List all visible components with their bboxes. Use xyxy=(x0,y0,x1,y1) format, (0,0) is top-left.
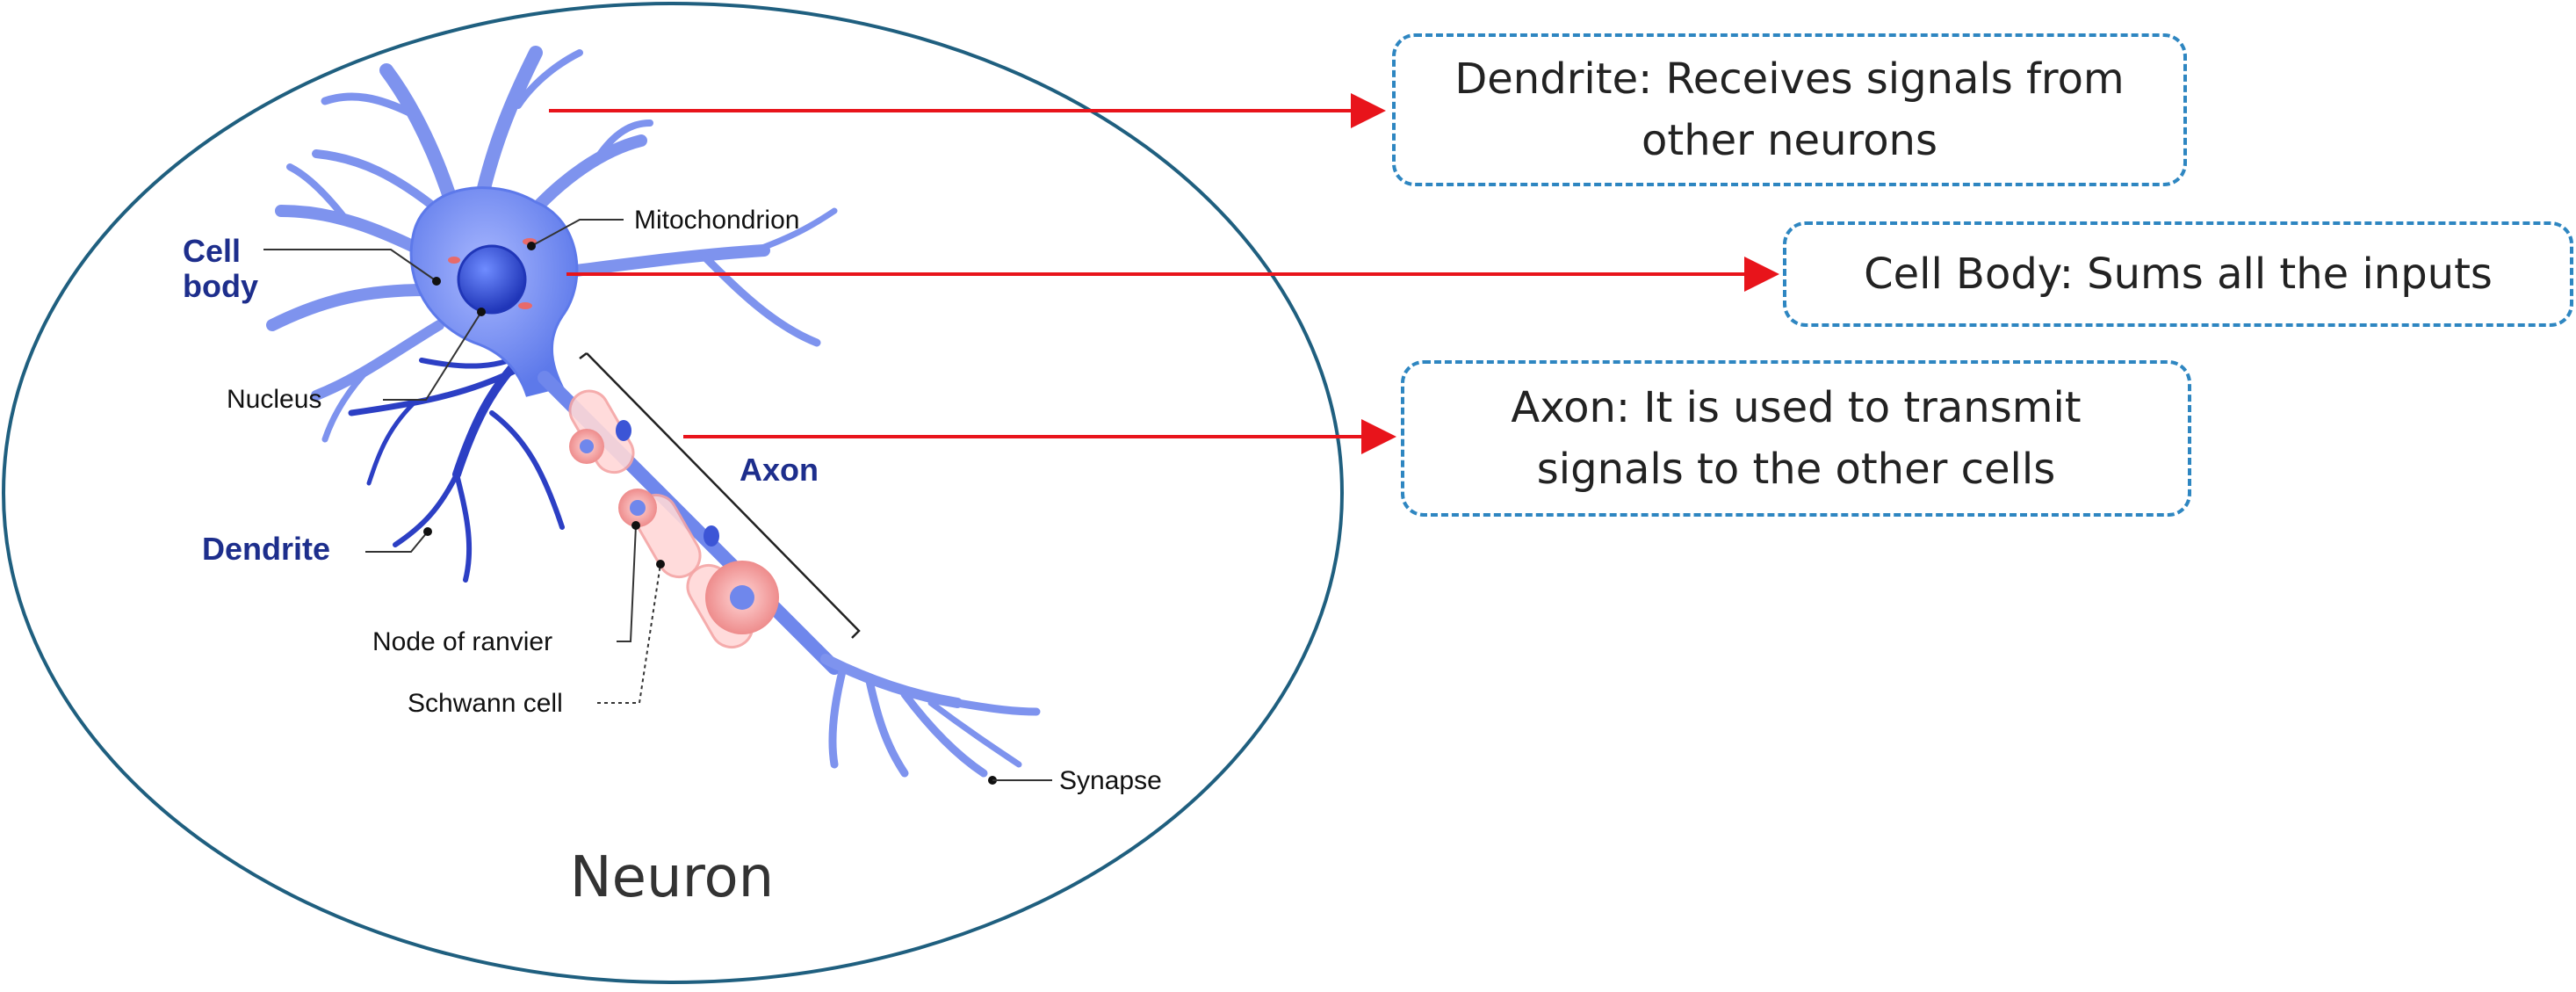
leader-lines xyxy=(263,219,1052,781)
label-cell-body-line1: Cell xyxy=(183,233,241,269)
label-schwann-cell: Schwann cell xyxy=(408,689,563,718)
mitochondrion-shape-c xyxy=(448,257,460,264)
label-mitochondrion: Mitochondrion xyxy=(634,206,799,235)
label-synapse: Synapse xyxy=(1059,766,1162,795)
mitochondrion-shape-b xyxy=(518,302,532,309)
label-cell-body-line2: body xyxy=(183,268,258,304)
label-axon: Axon xyxy=(740,452,819,488)
label-dendrite: Dendrite xyxy=(202,531,330,567)
callout-cell-body-line1: Cell Body: Sums all the inputs xyxy=(1864,250,2493,299)
axon-terminals xyxy=(820,654,1041,778)
label-nucleus: Nucleus xyxy=(227,385,321,414)
label-node-of-ranvier: Node of ranvier xyxy=(372,627,552,656)
nucleus-shape xyxy=(457,244,527,315)
callout-dendrite: Dendrite: Receives signals from other ne… xyxy=(1392,33,2187,186)
callout-dendrite-line1: Dendrite: Receives signals from xyxy=(1454,54,2125,104)
neuron-ellipse xyxy=(2,2,1344,984)
axon-bracket xyxy=(586,352,861,639)
callout-axon: Axon: It is used to transmit signals to … xyxy=(1401,360,2191,517)
callout-dendrite-line2: other neurons xyxy=(1642,116,1937,165)
callout-axon-line2: signals to the other cells xyxy=(1536,445,2056,494)
axon-shape xyxy=(538,371,841,675)
neuron-caption: Neuron xyxy=(570,845,774,910)
callout-axon-line1: Axon: It is used to transmit xyxy=(1511,383,2082,432)
callout-cell-body: Cell Body: Sums all the inputs xyxy=(1783,221,2573,327)
